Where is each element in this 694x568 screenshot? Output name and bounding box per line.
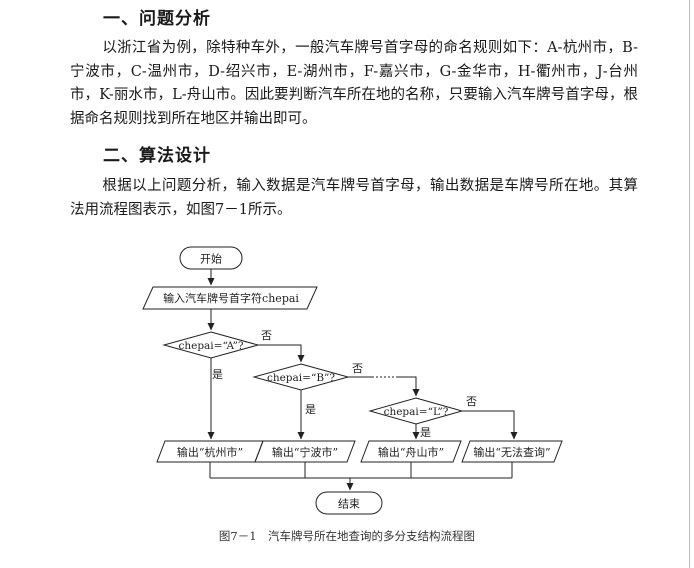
output-hangzhou-label: 输出“杭州市” <box>177 445 243 459</box>
page-edge <box>689 0 690 568</box>
end-label: 结束 <box>338 498 360 511</box>
decision-b-yes: 是 <box>305 403 316 416</box>
arrow-to-decision-l <box>396 376 420 397</box>
section-heading-algorithm: 二、算法设计 <box>103 146 211 166</box>
output-box-zhoushan <box>360 440 462 463</box>
decision-l-yes: 是 <box>420 426 431 439</box>
arrow-l-no <box>462 410 518 440</box>
output-zhoushan-label: 输出“舟山市” <box>378 445 444 459</box>
output-box-unknown <box>461 440 563 463</box>
decision-l-label: chepai=“L”? <box>384 406 449 418</box>
output-box-ningbo <box>254 440 356 463</box>
output-unknown-label: 输出“无法查询” <box>473 445 550 459</box>
end-terminal <box>315 491 383 515</box>
start-label: 开始 <box>200 252 222 266</box>
decision-a-yes: 是 <box>212 368 223 381</box>
decision-b-no: 否 <box>352 362 363 375</box>
arrow-a-no <box>258 344 305 363</box>
output-ningbo-label: 输出“宁波市” <box>272 445 338 459</box>
figure-caption: 图7－1 汽车牌号所在地查询的多分支结构流程图 <box>218 529 476 543</box>
input-label: 输入汽车牌号首字符chepai <box>163 291 299 305</box>
flowchart: 开始 输入汽车牌号首字符chepai chepai=“A”? 是 否 chepa… <box>142 246 563 515</box>
algorithm-paragraph-text: 根据以上问题分析，输入数据是汽车牌号首字母，输出数据是车牌号所在地。其算法用流程… <box>70 178 638 218</box>
algorithm-paragraph: 根据以上问题分析，输入数据是汽车牌号首字母，输出数据是车牌号所在地。其算法用流程… <box>70 175 638 222</box>
analysis-paragraph-text: 以浙江省为例，除特种车外，一般汽车牌号首字母的命名规则如下：A-杭州市，B-宁波… <box>70 40 638 127</box>
decision-a-label: chepai=“A”? <box>178 340 243 352</box>
decision-l-no: 否 <box>466 395 477 408</box>
input-box <box>142 286 318 310</box>
decision-b-label: chepai=“B”? <box>267 372 335 384</box>
analysis-paragraph: 以浙江省为例，除特种车外，一般汽车牌号首字母的命名规则如下：A-杭州市，B-宁波… <box>70 37 638 131</box>
decision-a-no: 否 <box>261 329 272 342</box>
section-heading-analysis: 一、问题分析 <box>103 9 211 29</box>
